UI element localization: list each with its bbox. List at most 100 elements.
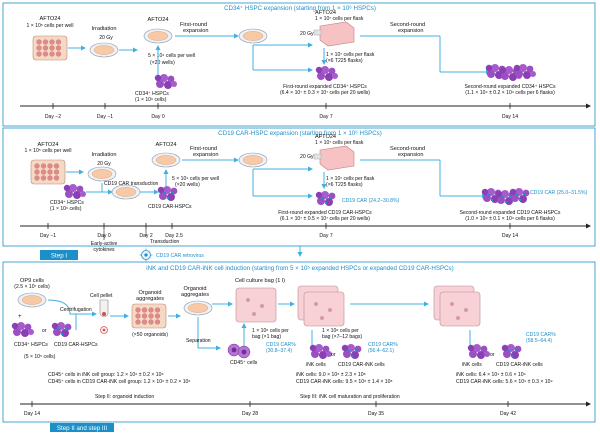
p2-early-cytokines: Early-active [91, 241, 118, 247]
p3-culture-bag-3b [439, 291, 481, 327]
p2-second-round: Second-round [390, 146, 425, 152]
p3-culture-bag-2b [303, 291, 345, 327]
pellet-tube-icon [99, 299, 109, 318]
p3-op9-dish [17, 292, 47, 308]
step1-badge [40, 250, 78, 260]
p2-hspc-cells [63, 184, 86, 199]
pellet-red-icon [100, 326, 108, 334]
p3-car-cells [51, 322, 72, 337]
p1-seed-wells: (×20 wells) [150, 60, 175, 66]
p2-retrovirus: CD19 CAR retrovirus [156, 253, 204, 259]
p1-expansion-dish [238, 28, 268, 44]
p3-hspc-label: CD34⁺ HSPCs [14, 342, 48, 348]
step23-badge [50, 423, 114, 432]
p3-stage2: Step II: organoid induction [95, 394, 154, 400]
p3-count28-a: CD45⁺ cells in iNK cell group: 1.2 × 10⁶… [48, 372, 164, 378]
p3-car-pct-b2: (56.4–62.1) [368, 348, 394, 354]
p2-day-7: Day 7 [319, 233, 332, 239]
p3-plus: + [18, 314, 22, 320]
p2-seed-dish [151, 152, 181, 168]
p2-flask-seed: 1 × 10⁷ cells per flask [326, 176, 375, 182]
p3-ink-cells-a [309, 344, 332, 359]
p1-result2-value: (1.1 × 10⁹ ± 0.2 × 10⁹ cells per 6 flask… [465, 90, 555, 96]
p2-flask [313, 145, 355, 171]
p3-ink-cells-b [467, 344, 490, 359]
p1-seed-dish [143, 28, 173, 44]
p2-hspc-count: (1 × 10⁶ cells) [50, 206, 82, 212]
p1-aft-seed: AFTO24 [147, 17, 168, 23]
p1-flask-density: 1 × 10⁷ cells per flask [315, 16, 364, 22]
p3-op9-count: (2.5 × 10⁷ cells) [14, 284, 50, 290]
p3-separation: Separation [186, 338, 211, 344]
p2-irradiated-dish [87, 166, 117, 182]
step23-label: Step II and step III [57, 425, 107, 432]
p3-ink-a: iNK cells [306, 362, 326, 368]
p3-day-28: Day 28 [242, 411, 258, 417]
p3-or-c: or [490, 352, 495, 358]
p2-early-cytokines-2: cytokines [93, 247, 115, 253]
p2-aft-seed: AFTO24 [155, 142, 176, 148]
p1-hspc-label: CD34⁺ HSPCs [135, 91, 169, 97]
p3-timeline-ticks [31, 401, 509, 407]
p1-expansion2: expansion [398, 28, 424, 34]
p2-day-2-5: Day 2.5 [165, 233, 183, 239]
p1-irradiated-dish [89, 42, 119, 58]
p1-flask-aft: AFTO24 [315, 10, 336, 16]
p3-count42-b: CD19 CAR-iNK cells: 5.6 × 10⁹ ± 0.3 × 10… [456, 379, 553, 385]
p1-seed-density: 5 × 10⁴ cells per well [148, 53, 195, 59]
p3-aggregates-dish [183, 300, 213, 316]
p1-day-m1: Day −1 [97, 114, 113, 120]
p1-day-7: Day 7 [319, 114, 332, 120]
p2-result1-value: (6.1 × 10⁷ ± 0.5 × 10⁷ cells per 20 well… [280, 216, 370, 222]
p2-transduction-label: Transduction [150, 239, 179, 245]
p3-ink-b: iNK cells [462, 362, 482, 368]
p3-bag2-seed: 1 × 10⁶ cells per [322, 328, 359, 334]
p3-day-42: Day 42 [500, 411, 516, 417]
p1-day-m2: Day −2 [45, 114, 61, 120]
p3-count35-b: CD19 CAR-iNK cells: 9.5 × 10⁸ ± 1.4 × 10… [296, 379, 393, 385]
p3-culture-bag-1 [235, 287, 277, 323]
p2-expansion2: expansion [398, 152, 424, 158]
p3-stage3: Step III: iNK cell maturation and prolif… [300, 394, 400, 400]
p2-seed-density: 5 × 10⁴ cells per well [172, 176, 219, 182]
panel3-frame [2, 261, 596, 423]
panel1-frame [2, 2, 596, 127]
p1-result2-title: Second-round expanded CD34⁺ HSPCs [464, 84, 555, 90]
p3-organoid2: Organoid [183, 286, 206, 292]
p2-aft-density: 1 × 10⁵ cells per well [25, 148, 72, 154]
p1-flask-count: (×6 T225 flasks) [326, 58, 363, 64]
panel2-frame [2, 127, 596, 247]
p3-bag-seed2: bag (×1 bag) [252, 334, 281, 340]
p2-expansion-dish [238, 152, 268, 168]
panel-ink-induction: iNK and CD19 CAR-iNK cell induction (sta… [2, 261, 596, 423]
p1-second-round: Second-round [390, 22, 425, 28]
p2-dose: 20 Gy [97, 161, 111, 167]
p3-car-pct-c: CD19 CAR% [526, 332, 556, 338]
p1-result1-title: First-round expanded CD34⁺ HSPCs [283, 84, 367, 90]
p3-op9: OP9 cells [20, 278, 44, 284]
p3-bag2-seed2: bag (×7–12 bags) [322, 334, 362, 340]
p2-result2-value: (1.0 × 10⁹ ± 0.1 × 10⁹ cells per 6 flask… [465, 216, 555, 222]
p3-car-pct-b: CD19 CAR% [368, 342, 398, 348]
p1-well-plate [32, 35, 68, 61]
p2-result2-title: Second-round expanded CD19 CAR-HSPCs [460, 210, 561, 216]
p1-flask-seed: 1 × 10⁷ cells per flask [326, 52, 375, 58]
p2-aft-name: AFTO24 [37, 142, 58, 148]
p1-irradiation: Irradiation [92, 26, 117, 32]
p3-car-ink-b: CD19 CAR-iNK cells [496, 362, 543, 368]
p3-start-count: (5 × 10⁵ cells) [24, 354, 56, 360]
p3-aggregates1: aggregates [136, 296, 164, 302]
p2-car-pct2: CD19 CAR (25.0–31.5%) [530, 190, 587, 196]
panel-cd34-expansion: CD34⁺ HSPC expansion (starting from 1 × … [2, 2, 596, 127]
p3-day-14: Day 14 [24, 411, 40, 417]
p2-flask-count: (×6 T225 flasks) [326, 182, 363, 188]
p3-centrifugation: Centrifugation [60, 307, 92, 313]
p1-flask-dose: 20 Gy [300, 31, 314, 37]
p1-aft-name: AFTO24 [39, 16, 60, 22]
p3-car-pct-c2: (58.5–64.4) [526, 338, 552, 344]
p1-aft-density: 1 × 10⁵ cells per well [27, 23, 74, 29]
p2-irradiation: Irradiation [92, 152, 117, 158]
p3-cell-pellet: Cell pellet [90, 293, 113, 299]
p3-cd45: CD45⁺ cells [230, 360, 258, 366]
